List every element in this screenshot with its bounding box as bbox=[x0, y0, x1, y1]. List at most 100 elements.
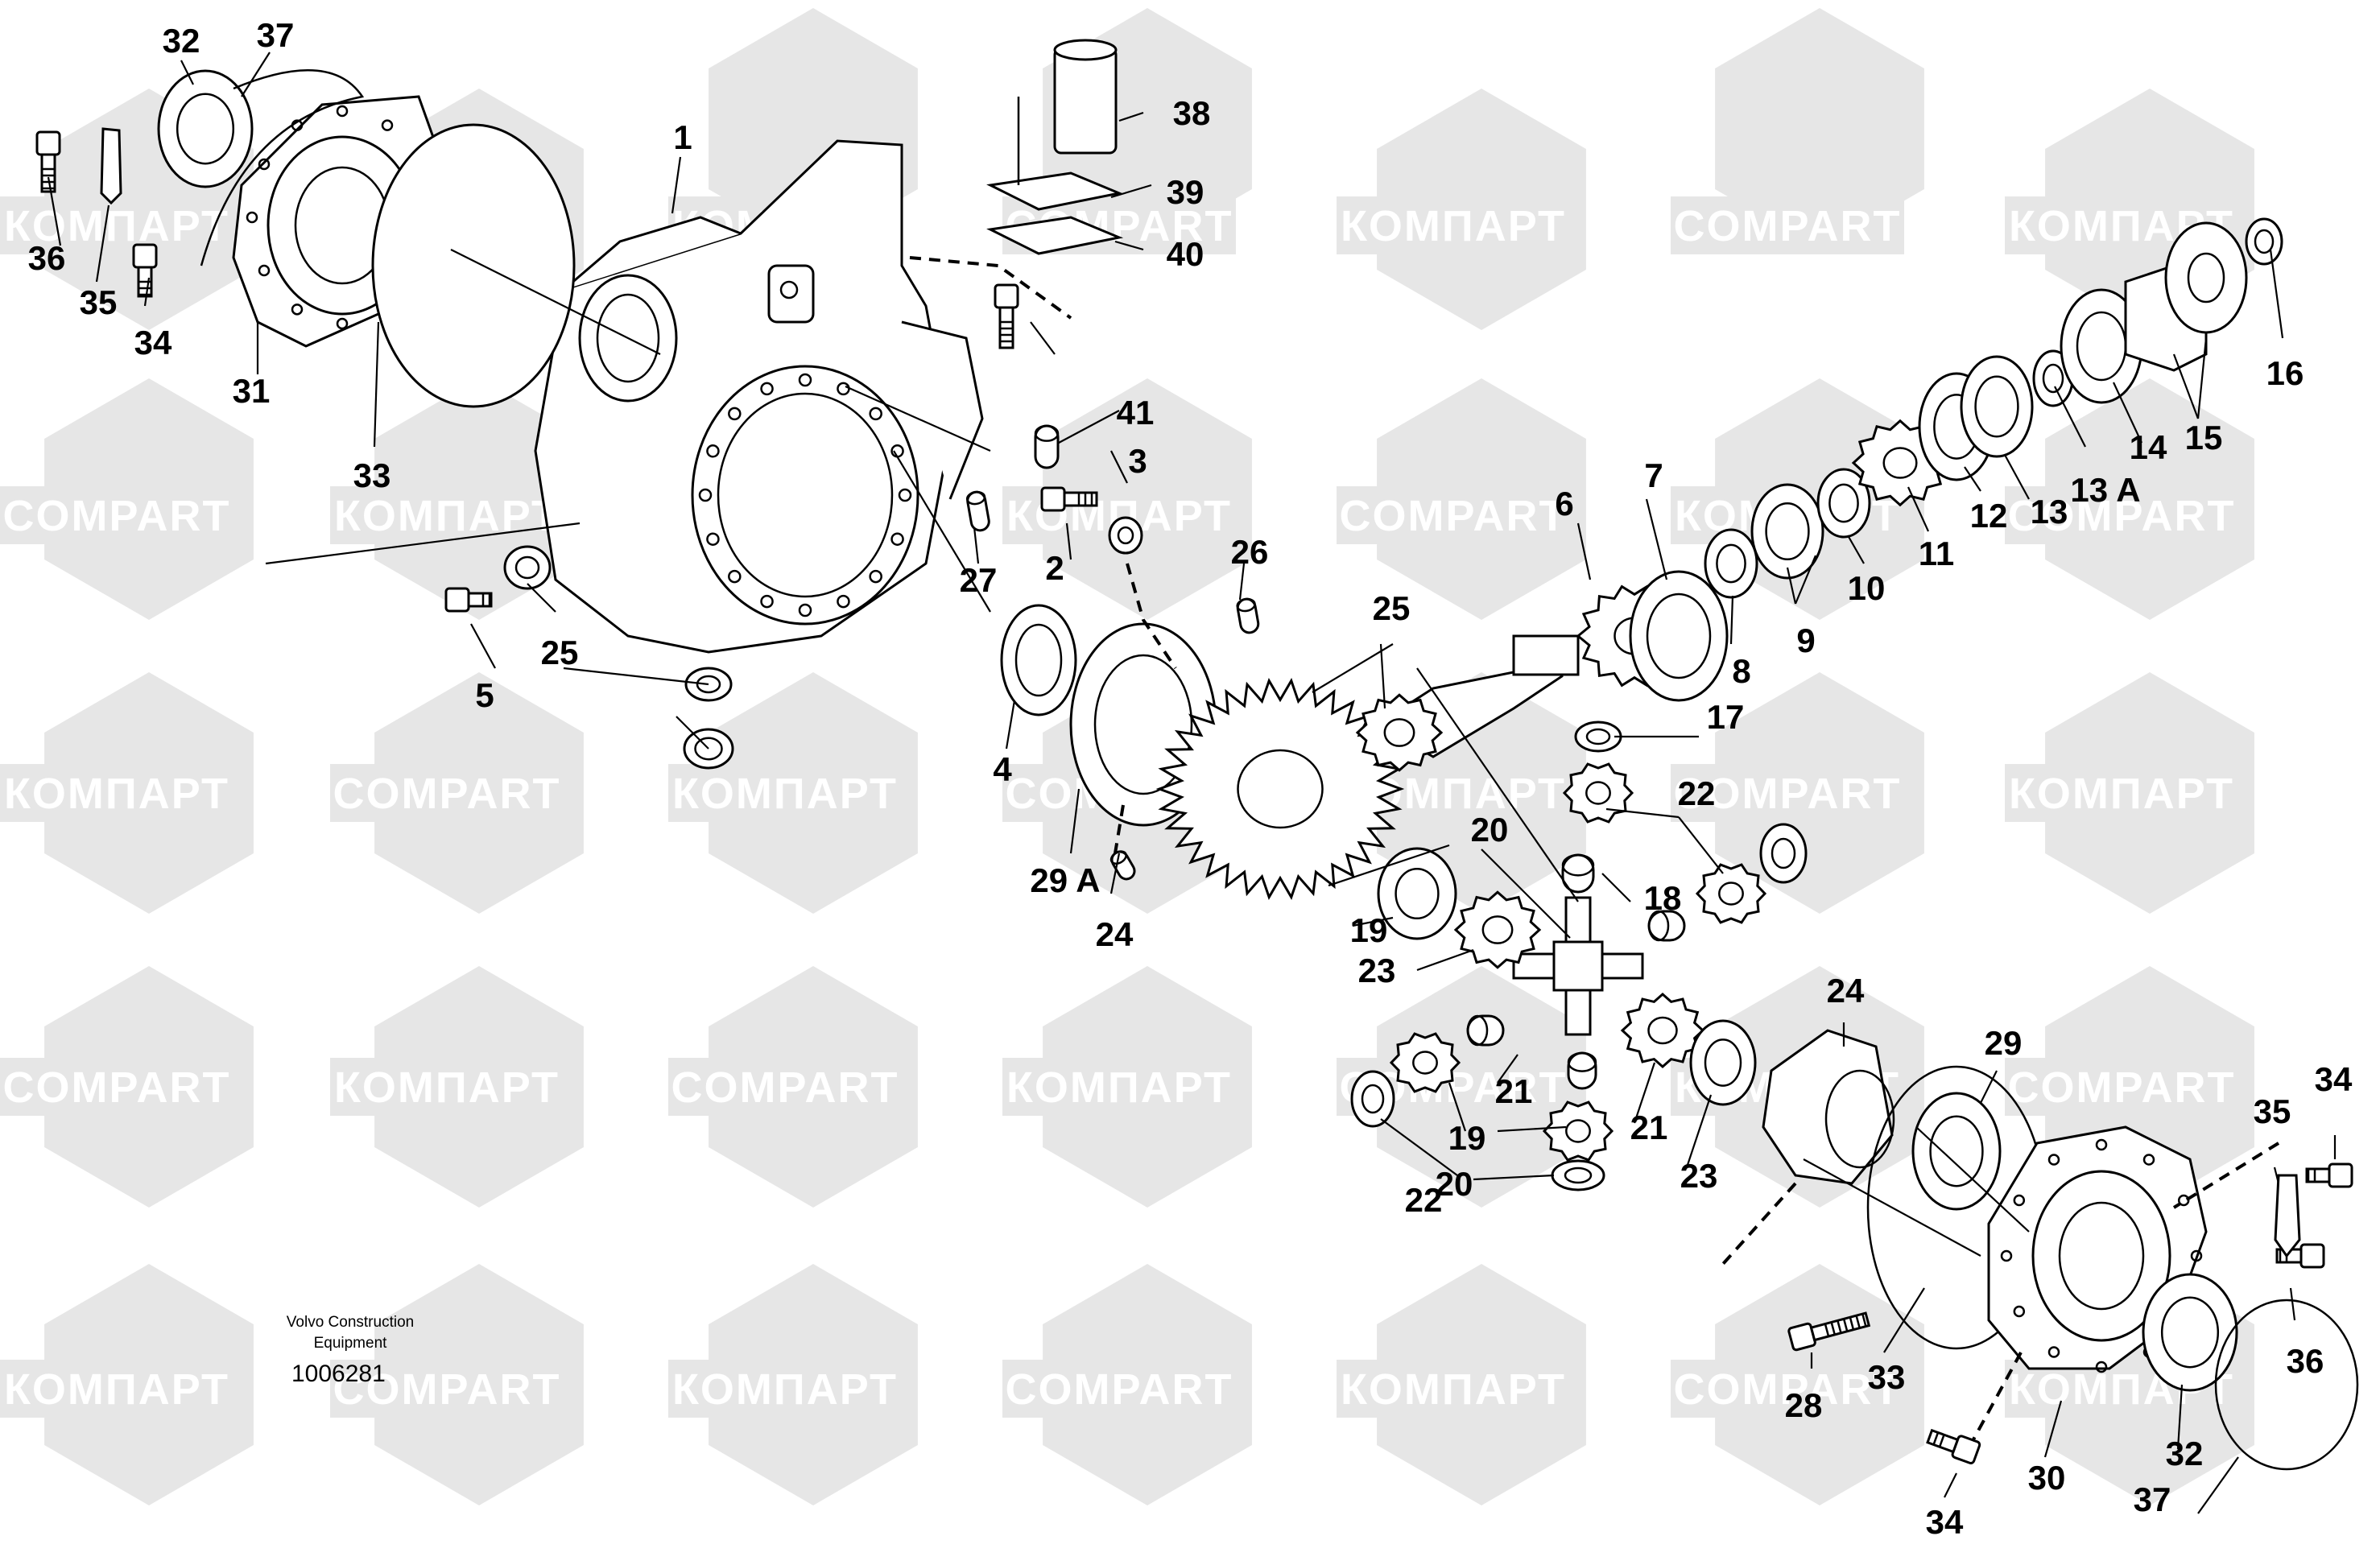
callout-label: 23 bbox=[1680, 1157, 1718, 1195]
washer-5-upper bbox=[503, 545, 552, 590]
callout-label: 41 bbox=[1117, 394, 1155, 432]
seal-ring-left bbox=[157, 69, 254, 188]
spacer-9 bbox=[1704, 528, 1758, 599]
watermark-label: COMPART bbox=[1674, 770, 1902, 818]
washer-27 bbox=[1108, 516, 1143, 555]
publisher-line-2: Equipment bbox=[314, 1335, 388, 1352]
callout-label: 29 A bbox=[1030, 861, 1100, 899]
leader-line bbox=[241, 52, 271, 97]
bush-19-right bbox=[1647, 910, 1686, 942]
dashed-assembly-line bbox=[1971, 1352, 2023, 1442]
callout-label: 2 bbox=[1045, 549, 1064, 587]
callout-label: 3 bbox=[1128, 442, 1147, 480]
thrust-washer-23-lower bbox=[1689, 1019, 1757, 1106]
lock-plate-35-right bbox=[2274, 1174, 2301, 1258]
watermark-label: КОМПАРТ bbox=[4, 770, 229, 818]
bolt-41 bbox=[994, 283, 1019, 349]
callout-label: 20 bbox=[1471, 811, 1509, 849]
watermark-label: COMPART bbox=[1340, 492, 1568, 540]
leader-line bbox=[1794, 555, 1817, 605]
callout-label: 28 bbox=[1785, 1386, 1823, 1424]
watermark-label: КОМПАРТ bbox=[2009, 770, 2234, 818]
leader-line bbox=[95, 204, 110, 283]
callout-label: 18 bbox=[1644, 879, 1682, 917]
leader-line bbox=[1352, 916, 1394, 927]
callout-label: 20 bbox=[1436, 1165, 1473, 1203]
leader-line bbox=[1110, 184, 1152, 199]
watermark-band bbox=[668, 1360, 902, 1418]
spider-18 bbox=[1512, 896, 1644, 1036]
leader-line bbox=[1786, 567, 1797, 605]
leader-line bbox=[2269, 249, 2284, 339]
watermark-band bbox=[668, 764, 902, 822]
leader-line bbox=[1944, 1472, 1957, 1498]
callout-label: 33 bbox=[1868, 1358, 1906, 1396]
callout-label: 21 bbox=[1630, 1109, 1668, 1146]
leader-line bbox=[1473, 1174, 1555, 1181]
differential-housing-24-right bbox=[1762, 1029, 1895, 1185]
callout-label: 34 bbox=[1926, 1503, 1964, 1541]
planet-pinion-20-top bbox=[1562, 762, 1634, 824]
leader-line bbox=[1980, 1070, 1998, 1104]
watermark-band bbox=[0, 1360, 233, 1418]
breather-assembly bbox=[986, 39, 1124, 255]
leader-line bbox=[1847, 535, 1865, 564]
watermark-label: COMPART bbox=[333, 1365, 561, 1414]
assembly-axis-line bbox=[676, 716, 709, 749]
dashed-assembly-line bbox=[1126, 563, 1177, 670]
watermark-band bbox=[0, 1058, 233, 1116]
shim-10 bbox=[1750, 483, 1824, 580]
o-ring-left-large bbox=[371, 123, 576, 408]
assembly-axis-line bbox=[1803, 1158, 1981, 1257]
watermark-label: COMPART bbox=[1674, 1365, 1902, 1414]
watermark-band bbox=[2005, 1058, 2238, 1116]
bolt-26 bbox=[1040, 486, 1098, 512]
leader-line bbox=[1065, 522, 1072, 560]
dashed-assembly-line bbox=[1114, 804, 1125, 854]
drive-pinion-teeth bbox=[1355, 693, 1444, 772]
assembly-axis-line bbox=[893, 450, 991, 613]
callout-label: 37 bbox=[2134, 1480, 2171, 1518]
callout-label: 24 bbox=[1096, 915, 1134, 953]
callout-label: 35 bbox=[80, 283, 118, 321]
watermark-band bbox=[330, 764, 564, 822]
callout-label: 33 bbox=[353, 456, 391, 494]
callout-label: 22 bbox=[1678, 774, 1716, 812]
callout-label: 32 bbox=[163, 22, 200, 60]
callout-label: 17 bbox=[1707, 698, 1745, 736]
callout-label: 34 bbox=[134, 324, 172, 361]
bearing-13a bbox=[1960, 355, 2034, 458]
watermark-band bbox=[0, 486, 233, 544]
callout-label: 24 bbox=[1827, 972, 1865, 1010]
callout-label: 19 bbox=[1448, 1119, 1486, 1157]
leader-line bbox=[1118, 111, 1144, 122]
pin-25-upper bbox=[1236, 597, 1260, 634]
publisher-line-1: Volvo Construction bbox=[287, 1314, 414, 1331]
callout-label: 29 bbox=[1985, 1024, 2023, 1062]
o-ring-37-right bbox=[2214, 1299, 2359, 1471]
washer-22-bottom bbox=[1551, 1159, 1605, 1191]
watermark-label: КОМПАРТ bbox=[672, 1365, 898, 1414]
callout-label: 26 bbox=[1231, 533, 1269, 571]
leader-line bbox=[2054, 386, 2086, 448]
leader-line bbox=[1497, 1054, 1518, 1084]
axle-housing bbox=[534, 139, 984, 654]
lock-plate-35-left bbox=[100, 127, 122, 205]
leader-line bbox=[2004, 454, 2030, 500]
callout-label: 39 bbox=[1167, 173, 1204, 211]
crown-wheel bbox=[1155, 678, 1405, 900]
leader-lines bbox=[47, 52, 2337, 1514]
watermark-band bbox=[2005, 486, 2238, 544]
dashed-assembly-line bbox=[909, 256, 1072, 320]
callout-label: 5 bbox=[475, 676, 494, 714]
leader-line bbox=[1883, 1287, 1925, 1353]
leader-line bbox=[1678, 816, 1724, 874]
watermark-band bbox=[1002, 1058, 1236, 1116]
leader-line bbox=[1058, 410, 1120, 444]
assembly-axis-line bbox=[265, 522, 581, 565]
washer-22-left bbox=[1350, 1070, 1395, 1128]
callout-label: 38 bbox=[1173, 94, 1211, 132]
callout-label: 19 bbox=[1350, 911, 1388, 949]
leader-line bbox=[1069, 788, 1081, 854]
leader-line bbox=[1633, 1062, 1656, 1124]
